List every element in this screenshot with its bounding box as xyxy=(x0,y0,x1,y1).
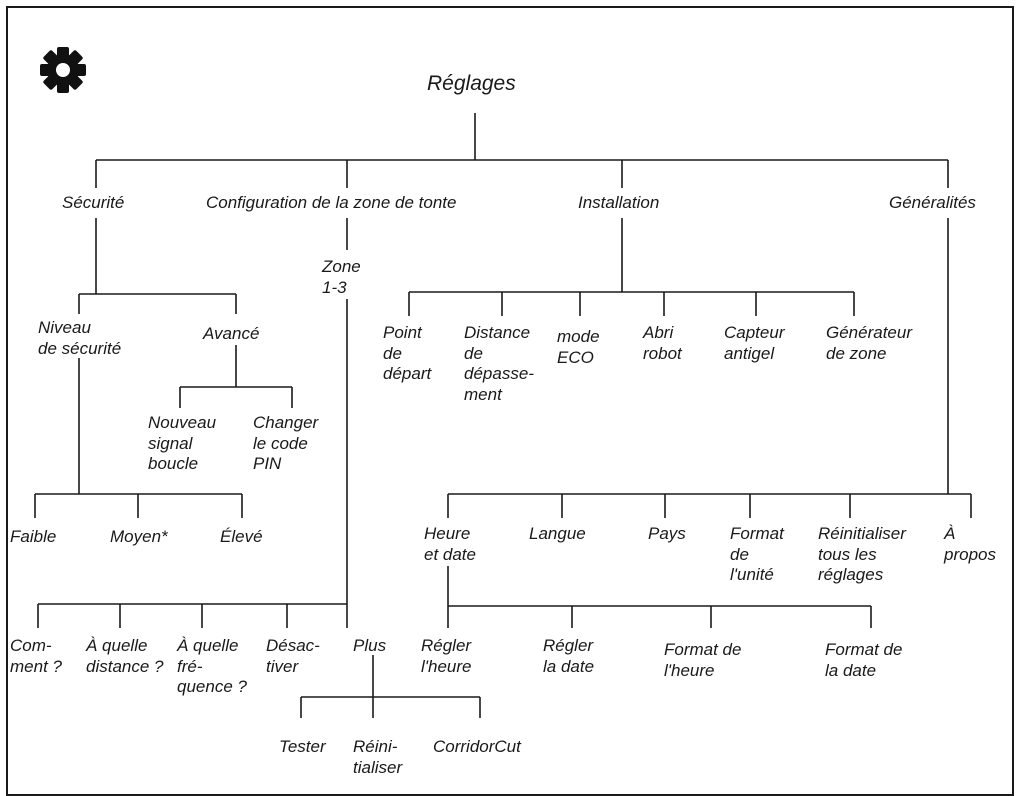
node-nouveau-signal-boucle: Nouveau signal boucle xyxy=(148,413,217,473)
node-a-quelle-frequence: À quelle fré- quence ? xyxy=(177,636,247,696)
node-format-unite: Format de l'unité xyxy=(730,524,784,584)
node-mode-eco: mode ECO xyxy=(557,327,600,367)
node-generateur-de-zone: Générateur de zone xyxy=(826,323,912,363)
node-installation: Installation xyxy=(578,193,660,212)
node-format-heure: Format de l'heure xyxy=(664,640,742,680)
node-plus: Plus xyxy=(353,636,387,655)
node-changer-code-pin: Changer le code PIN xyxy=(253,413,319,473)
node-reglages: Réglages xyxy=(427,72,516,95)
node-reinitialiser: Réini- tialiser xyxy=(353,737,403,777)
node-generalites: Généralités xyxy=(889,193,976,212)
node-point-de-depart: Point de départ xyxy=(383,323,432,383)
node-tester: Tester xyxy=(279,737,326,756)
node-niveau-securite: Niveau de sécurité xyxy=(38,318,122,358)
node-a-propos: À propos xyxy=(944,524,996,564)
node-format-date: Format de la date xyxy=(825,640,903,680)
node-reinitialiser-tous-reglages: Réinitialiser tous les réglages xyxy=(818,524,906,584)
node-eleve: Élevé xyxy=(220,527,263,546)
tree-connectors xyxy=(34,113,972,718)
node-corridorcut: CorridorCut xyxy=(433,737,521,756)
node-abri-robot: Abri robot xyxy=(643,323,682,363)
node-faible: Faible xyxy=(10,527,57,546)
node-desactiver: Désac- tiver xyxy=(266,636,320,676)
node-zone-1-3: Zone 1-3 xyxy=(322,257,361,297)
node-regler-date: Régler la date xyxy=(543,636,595,676)
node-capteur-antigel: Capteur antigel xyxy=(724,323,785,363)
node-langue: Langue xyxy=(529,524,586,543)
node-configuration-zone: Configuration de la zone de tonte xyxy=(206,193,457,212)
gear-icon xyxy=(40,47,86,93)
node-moyen: Moyen* xyxy=(110,527,168,546)
node-avance: Avancé xyxy=(203,324,260,343)
node-comment: Com- ment ? xyxy=(10,636,62,676)
node-distance-depassement: Distance de dépasse- ment xyxy=(464,323,534,404)
node-pays: Pays xyxy=(648,524,686,543)
node-heure-et-date: Heure et date xyxy=(424,524,476,564)
node-a-quelle-distance: À quelle distance ? xyxy=(86,636,164,676)
node-regler-heure: Régler l'heure xyxy=(421,636,472,676)
node-securite: Sécurité xyxy=(62,193,125,212)
